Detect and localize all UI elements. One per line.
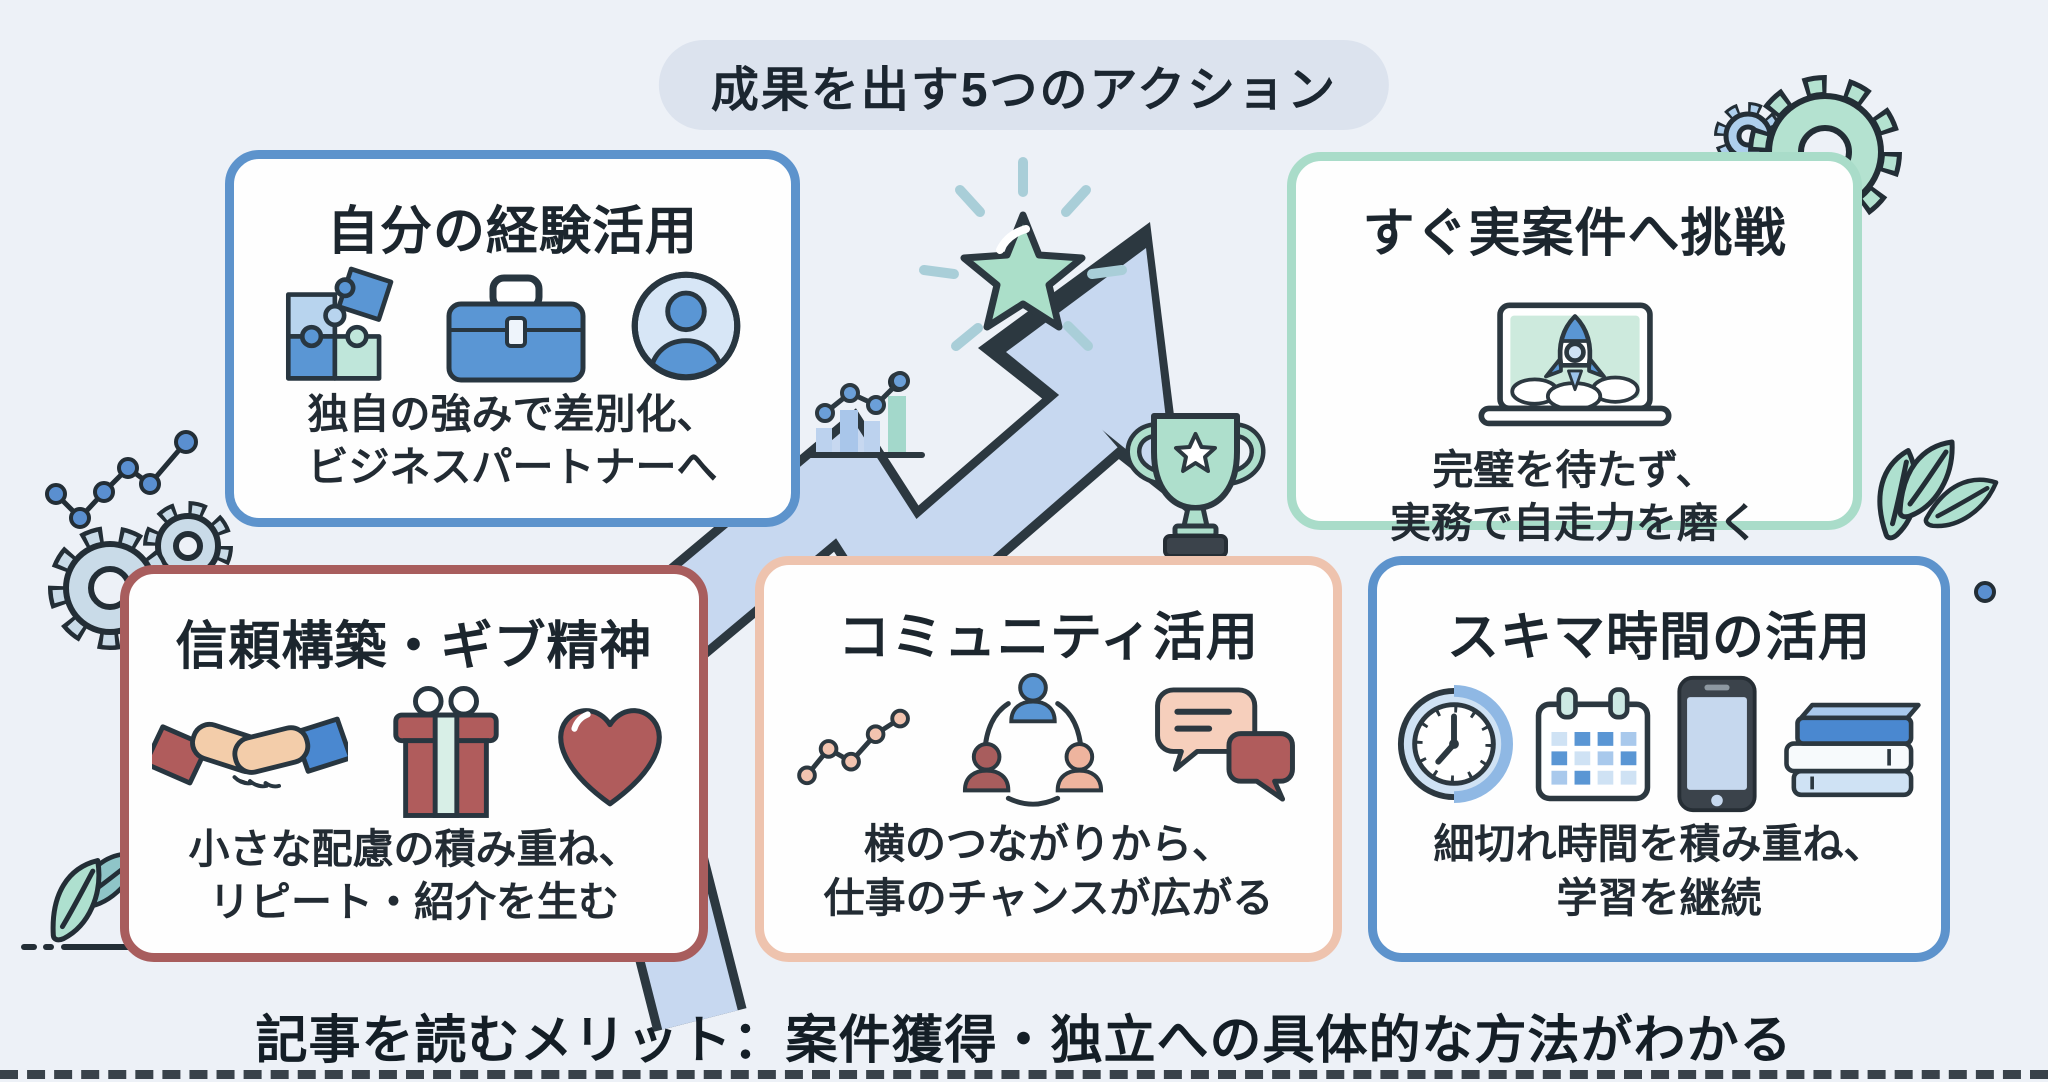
card-title: 信頼構築・ギブ精神 bbox=[175, 618, 653, 676]
bar-chart-icon bbox=[805, 371, 925, 458]
card-body-line: 学習を継続 bbox=[1556, 874, 1762, 921]
laptop-rocket-icon bbox=[1478, 302, 1671, 427]
card-body-line: 横のつながりから、 bbox=[864, 821, 1233, 868]
dot-line-chart-icon bbox=[45, 430, 198, 529]
card-body-line: 細切れ時間を積み重ね、 bbox=[1433, 821, 1885, 868]
card-title: スキマ時間の活用 bbox=[1446, 609, 1871, 667]
card-trust: 信頼構築・ギブ精神 bbox=[120, 565, 708, 962]
title-banner-label: 成果を出す5つのアクション bbox=[710, 64, 1338, 117]
gift-icon bbox=[393, 686, 499, 818]
card-icon-row bbox=[152, 679, 676, 823]
title-banner: 成果を出す5つのアクション bbox=[658, 40, 1390, 130]
dot-accent bbox=[1974, 581, 1996, 603]
dot-accent bbox=[888, 372, 908, 392]
smartphone-icon bbox=[1677, 676, 1757, 813]
people-network-icon bbox=[962, 673, 1103, 807]
person-icon bbox=[631, 271, 740, 381]
card-body: 横のつながりから、 仕事のチャンスが広がる bbox=[824, 818, 1274, 925]
card-body: 独自の強みで差別化、 ビジネスパートナーへ bbox=[308, 388, 718, 495]
card-body-line: 仕事のチャンスが広がる bbox=[823, 874, 1274, 921]
card-icon-row bbox=[796, 670, 1301, 818]
puzzle-icon bbox=[285, 266, 393, 381]
card-sparetime: スキマ時間の活用 bbox=[1368, 556, 1950, 962]
card-body: 細切れ時間を積み重ね、 学習を継続 bbox=[1434, 818, 1885, 925]
card-body-line: 実務で自走力を磨く bbox=[1390, 500, 1759, 547]
card-icon-row bbox=[1395, 670, 1923, 818]
card-title: コミュニティ活用 bbox=[838, 609, 1259, 667]
star-rays bbox=[919, 157, 1127, 351]
card-body-line: ビジネスパートナーへ bbox=[307, 444, 718, 491]
star-icon bbox=[919, 157, 1127, 351]
briefcase-icon bbox=[446, 274, 585, 383]
card-title: 自分の経験活用 bbox=[326, 203, 698, 261]
books-icon bbox=[1784, 702, 1921, 798]
mini-line-chart-icon bbox=[796, 708, 910, 786]
card-body-line: リピート・紹介を生む bbox=[209, 879, 619, 926]
footer-benefit-text: 記事を読むメリット：案件獲得・独立への具体的な方法がわかる bbox=[255, 1012, 1793, 1070]
clock-icon bbox=[1397, 685, 1513, 804]
card-community: コミュニティ活用 bbox=[755, 556, 1342, 962]
card-icon-row bbox=[1450, 266, 1700, 444]
handshake-icon bbox=[152, 716, 348, 789]
trophy-icon bbox=[1125, 413, 1266, 558]
leaf-icon bbox=[1877, 439, 1999, 541]
chat-bubbles-icon bbox=[1154, 687, 1295, 802]
card-body: 小さな配慮の積み重ね、 リピート・紹介を生む bbox=[189, 823, 640, 930]
heart-icon bbox=[558, 708, 662, 807]
card-title: すぐ実案件へ挑戦 bbox=[1362, 205, 1787, 263]
card-body-line: 独自の強みで差別化、 bbox=[307, 391, 718, 437]
card-experience: 自分の経験活用 bbox=[225, 150, 800, 527]
bottom-dashed-line bbox=[0, 1070, 2048, 1079]
card-real-project: すぐ実案件へ挑戦 完璧を待たず、 実務で自走力を磨く bbox=[1287, 152, 1862, 546]
card-body-line: 完璧を待たず、 bbox=[1432, 447, 1717, 493]
card-icon-row bbox=[279, 264, 747, 388]
calendar-icon bbox=[1535, 687, 1651, 802]
card-body-line: 小さな配慮の積み重ね、 bbox=[188, 826, 640, 872]
card-body: 完璧を待たず、 実務で自走力を磨く bbox=[1390, 444, 1759, 551]
